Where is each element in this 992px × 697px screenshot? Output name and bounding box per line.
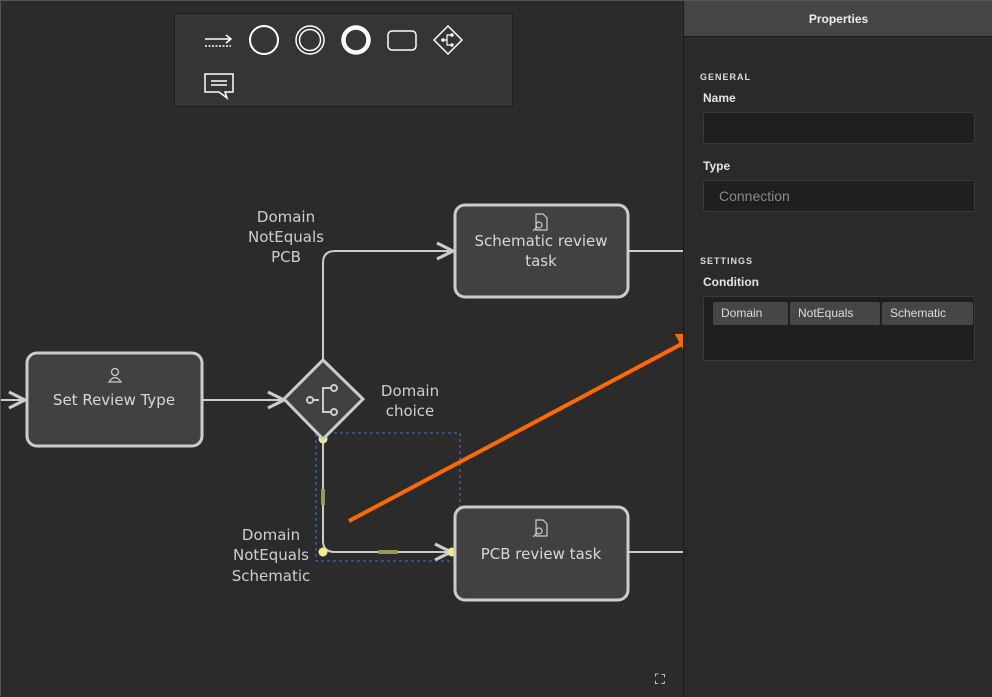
review-document-icon <box>532 519 548 538</box>
task-label-line: Schematic review <box>475 232 608 250</box>
task-icon[interactable] <box>386 24 418 56</box>
properties-panel: Properties GENERAL Name Type Connection … <box>683 1 992 697</box>
task-label-line: task <box>525 252 557 270</box>
section-settings: SETTINGS <box>700 256 754 266</box>
user-icon <box>107 367 123 383</box>
type-label: Type <box>703 159 731 173</box>
annotation-tool-icon[interactable] <box>203 70 235 102</box>
edge-label-to-schematic: Domain NotEquals PCB <box>248 208 324 266</box>
task-schematic-review[interactable]: Schematic review task <box>453 203 630 299</box>
annotation-arrow <box>348 333 683 523</box>
panel-title: Properties <box>684 1 992 37</box>
intermediate-event-icon[interactable] <box>294 24 326 56</box>
end-event-icon[interactable] <box>340 24 372 56</box>
type-field: Connection <box>703 180 975 212</box>
svg-text:PCB: PCB <box>271 248 301 266</box>
review-document-icon <box>532 213 548 232</box>
shape-palette <box>174 13 513 107</box>
svg-text:NotEquals: NotEquals <box>233 546 309 564</box>
fullscreen-icon[interactable]: ⛶ <box>655 671 665 687</box>
connection-tool-icon[interactable] <box>203 26 235 58</box>
condition-value-chip[interactable]: Schematic <box>882 302 973 325</box>
gateway-icon[interactable] <box>432 24 464 56</box>
selection-handle[interactable] <box>318 547 328 557</box>
gateway-label: Domain <box>381 382 439 400</box>
gateway-label: choice <box>386 402 435 420</box>
start-event-icon[interactable] <box>248 24 280 56</box>
task-label: Set Review Type <box>53 391 175 409</box>
svg-text:Schematic: Schematic <box>232 567 311 585</box>
branch-icon <box>306 384 338 416</box>
connection-to-pcb-selected[interactable] <box>315 432 461 562</box>
condition-label: Condition <box>703 275 759 289</box>
task-pcb-review[interactable]: PCB review task <box>453 505 630 602</box>
gateway-domain-choice[interactable]: Domain choice <box>281 357 439 442</box>
condition-editor[interactable]: Domain NotEquals Schematic <box>703 296 975 361</box>
svg-text:NotEquals: NotEquals <box>248 228 324 246</box>
task-set-review-type[interactable]: Set Review Type <box>25 351 204 448</box>
section-general: GENERAL <box>700 72 752 82</box>
edge-label-to-pcb: Domain NotEquals Schematic <box>232 526 311 585</box>
task-label: PCB review task <box>481 545 602 563</box>
condition-field-chip[interactable]: Domain <box>713 302 788 325</box>
svg-text:Domain: Domain <box>242 526 300 544</box>
name-label: Name <box>703 91 736 105</box>
condition-operator-chip[interactable]: NotEquals <box>790 302 880 325</box>
diagram-canvas[interactable]: Set Review Type Schematic review task PC… <box>1 1 683 697</box>
svg-text:Domain: Domain <box>257 208 315 226</box>
connection-to-schematic[interactable] <box>322 251 453 359</box>
name-input[interactable] <box>703 112 975 144</box>
